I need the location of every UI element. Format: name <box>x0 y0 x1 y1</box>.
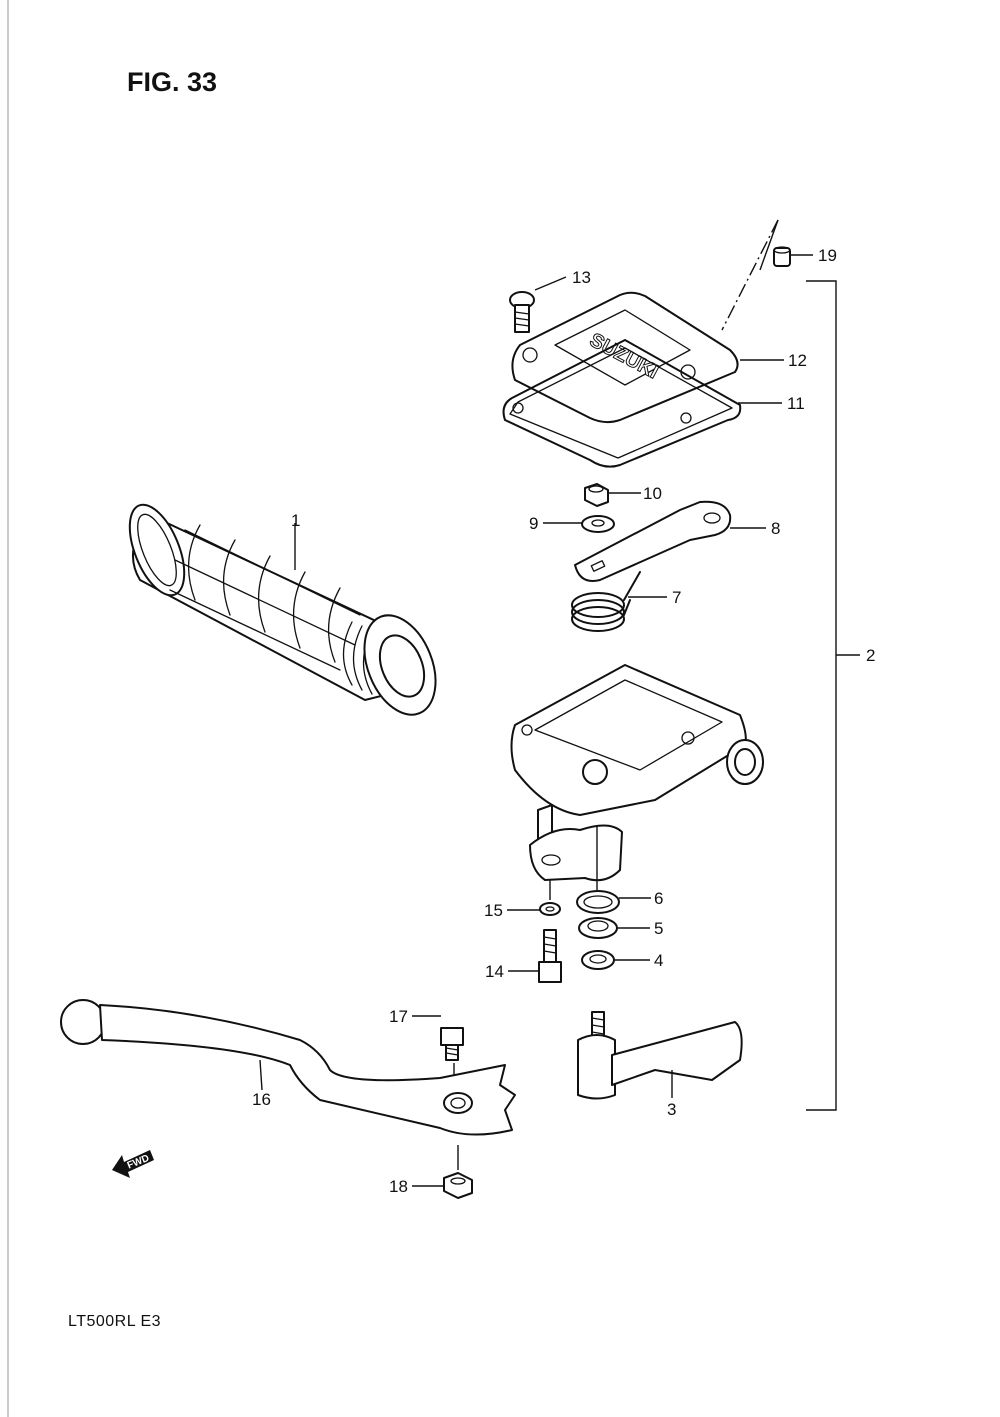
forward-direction-icon: FWD <box>112 1150 154 1178</box>
callout-18: 18 <box>389 1177 408 1196</box>
callout-14: 14 <box>485 962 504 981</box>
callout-3: 3 <box>667 1100 676 1119</box>
seal-part[interactable] <box>578 917 618 939</box>
callout-9: 9 <box>529 514 538 533</box>
callout-12: 12 <box>788 351 807 370</box>
callout-13: 13 <box>572 268 591 287</box>
housing-part[interactable] <box>510 664 764 846</box>
leader-lines <box>259 254 813 1187</box>
callout-7: 7 <box>672 588 681 607</box>
lever-part[interactable] <box>60 999 516 1136</box>
figure-title: FIG. 33 <box>127 67 217 97</box>
cap-part[interactable] <box>773 246 791 267</box>
lever-plate-part[interactable] <box>574 500 732 582</box>
o-ring-part[interactable] <box>576 890 620 914</box>
clamp-part[interactable] <box>529 824 623 882</box>
callout-11: 11 <box>787 394 805 413</box>
callout-16: 16 <box>252 1090 271 1109</box>
callout-labels: 1 2 3 4 5 6 7 8 9 10 11 12 13 14 15 16 1… <box>252 246 875 1196</box>
gasket-part[interactable] <box>502 339 742 468</box>
bolt-17-part[interactable] <box>440 1027 464 1061</box>
grip-part[interactable] <box>119 497 450 725</box>
callout-15: 15 <box>484 901 503 920</box>
callout-19: 19 <box>818 246 837 265</box>
assembly-centerline <box>721 219 779 331</box>
callout-8: 8 <box>771 519 780 538</box>
assembly-centerline <box>759 219 779 271</box>
assembly-bracket <box>806 280 837 1111</box>
callout-5: 5 <box>654 919 663 938</box>
bolt-14-part[interactable] <box>538 929 562 983</box>
callout-2: 2 <box>866 646 875 665</box>
washer-4-part[interactable] <box>581 950 615 970</box>
nut-18-part[interactable] <box>443 1172 473 1199</box>
lever-arm-part[interactable] <box>577 1011 743 1100</box>
screw-part[interactable] <box>509 291 535 333</box>
callout-17: 17 <box>389 1007 408 1026</box>
callout-1: 1 <box>291 511 300 530</box>
nut-part[interactable] <box>584 483 609 507</box>
spring-part[interactable] <box>571 571 641 632</box>
forward-label: FWD <box>126 1153 151 1172</box>
callout-6: 6 <box>654 889 663 908</box>
callout-10: 10 <box>643 484 662 503</box>
washer-15-part[interactable] <box>539 902 561 916</box>
washer-part[interactable] <box>581 515 615 533</box>
model-code: LT500RL E3 <box>68 1313 161 1330</box>
callout-4: 4 <box>654 951 663 970</box>
cover-part[interactable]: SUZUKI <box>511 291 739 424</box>
